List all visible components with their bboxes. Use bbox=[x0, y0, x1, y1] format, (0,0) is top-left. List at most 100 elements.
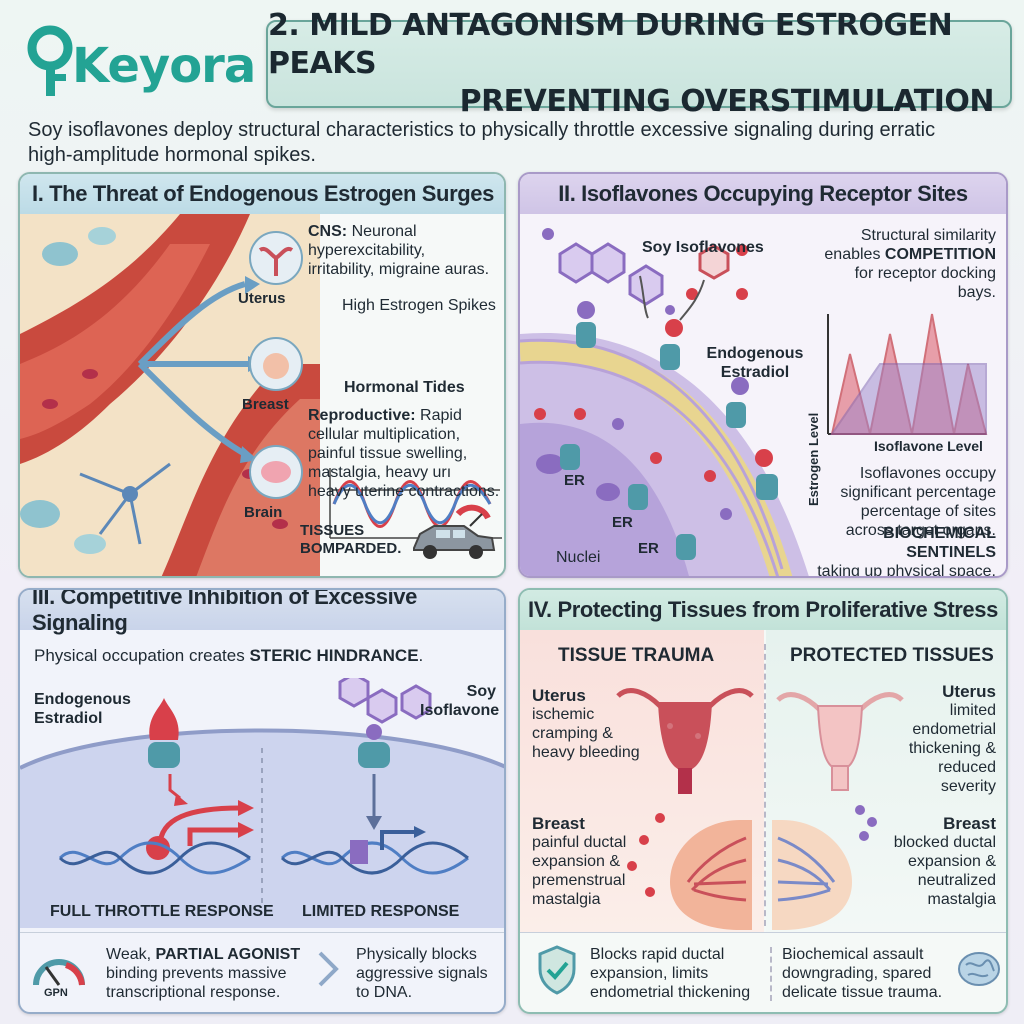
spikes-label: High Estrogen Spikes bbox=[342, 297, 496, 314]
panel-estrogen-surges: I. The Threat of Endogenous Estrogen Sur… bbox=[18, 172, 506, 578]
shield-check-icon bbox=[538, 945, 576, 995]
occupy-line-2: significant percentage bbox=[840, 484, 996, 501]
protected-tissues-heading: PROTECTED TISSUES bbox=[790, 645, 994, 666]
partial-agonist-bold: PARTIAL AGONIST bbox=[155, 946, 301, 963]
panel-4-divider bbox=[764, 644, 766, 926]
panel-protecting-tissues: IV. Protecting Tissues from Proliferativ… bbox=[518, 588, 1008, 1014]
occupy-line-3: percentage of sites bbox=[860, 503, 996, 520]
chevron-right-icon bbox=[318, 951, 339, 987]
intro-text: Soy isoflavones deploy structural charac… bbox=[28, 118, 1008, 168]
structural-line-2: enables bbox=[824, 246, 881, 263]
right-uterus-text: Uterus limited endometrial thickening & … bbox=[880, 682, 996, 796]
vessel-illustration bbox=[20, 214, 502, 576]
tissues-line-1: TISSUES bbox=[300, 522, 365, 539]
right-uterus-label: Uterus bbox=[942, 682, 996, 701]
full-throttle-label: FULL THROTTLE RESPONSE bbox=[50, 903, 274, 920]
receptor-illustration bbox=[520, 228, 988, 576]
nuclei-label: Nuclei bbox=[556, 549, 601, 566]
left-breast-line-4: mastalgia bbox=[532, 891, 601, 908]
left-breast-text: Breast painful ductal expansion & premen… bbox=[532, 814, 626, 909]
tissue-illustration bbox=[616, 688, 904, 930]
right-uterus-line-1: limited bbox=[949, 702, 996, 719]
healthy-breast-icon bbox=[772, 805, 877, 930]
structural-line-1: Structural similarity bbox=[860, 227, 996, 244]
footer-divider bbox=[770, 947, 772, 1001]
organ-uterus-label: Uterus bbox=[238, 290, 286, 307]
panel-1-title: I. The Threat of Endogenous Estrogen Sur… bbox=[20, 174, 504, 214]
left-uterus-label: Uterus bbox=[532, 686, 586, 705]
right-breast-line-3: neutralized bbox=[917, 872, 996, 889]
cns-text-3: irritability, migraine auras. bbox=[308, 261, 490, 278]
physical-end: . bbox=[418, 646, 424, 665]
competition-chart bbox=[827, 313, 988, 435]
inflamed-breast-icon bbox=[627, 813, 752, 930]
repro-label: Reproductive: bbox=[308, 407, 416, 424]
right-breast-text: Breast blocked ductal expansion & neutra… bbox=[880, 814, 996, 909]
title-line-1: 2. MILD ANTAGONISM DURING ESTROGEN PEAKS bbox=[268, 8, 953, 81]
footer-right-line-1: Biochemical assault bbox=[782, 946, 924, 963]
blocks-text: Physically blocks aggressive signals to … bbox=[356, 945, 504, 1002]
right-breast-line-4: mastalgia bbox=[927, 891, 996, 908]
left-uterus-text: Uterus ischemic cramping & heavy bleedin… bbox=[532, 686, 640, 762]
er-label-3: ER bbox=[638, 540, 659, 557]
repro-text-5: heavy uterine contractions. bbox=[308, 483, 500, 500]
right-breast-line-1: blocked ductal bbox=[893, 834, 996, 851]
occupy-line-4: across target organs. bbox=[845, 522, 996, 539]
cns-text-2: hyperexcitability, bbox=[308, 242, 426, 259]
x-axis-label: Isoflavone Level bbox=[874, 438, 983, 454]
endogenous-left-line-2: Estradiol bbox=[34, 710, 103, 727]
er-label-1: ER bbox=[564, 472, 585, 489]
cns-text-1: Neuronal bbox=[351, 223, 417, 240]
weak-word: Weak, bbox=[106, 946, 152, 963]
tides-label: Hormonal Tides bbox=[344, 379, 465, 396]
endogenous-left-line-1: Endogenous bbox=[34, 691, 131, 708]
panel-3-footer: GPN Weak, PARTIAL AGONIST binding preven… bbox=[20, 932, 504, 1012]
partial-agonist-text: Weak, PARTIAL AGONIST binding prevents m… bbox=[106, 945, 306, 1002]
soy-isoflavones-label: Soy Isoflavones bbox=[642, 239, 764, 256]
structural-line-3: for receptor docking bays. bbox=[854, 265, 996, 301]
footer-left-text: Blocks rapid ductal expansion, limits en… bbox=[590, 945, 766, 1002]
sentinel-text: BIOCHEMICAL SENTINELS taking up physical… bbox=[790, 524, 996, 576]
key-icon bbox=[27, 25, 73, 96]
title-banner: 2. MILD ANTAGONISM DURING ESTROGEN PEAKS… bbox=[266, 8, 1012, 119]
logo-text: Keyora bbox=[72, 38, 256, 94]
intro-line-1: Soy isoflavones deploy structural charac… bbox=[28, 119, 936, 141]
panel-competitive-inhibition: III. Competitive Inhibition of Excessive… bbox=[18, 588, 506, 1014]
blocks-line-1: Physically blocks bbox=[356, 946, 477, 963]
car-icon bbox=[413, 504, 496, 559]
footer-left-line-3: endometrial thickening bbox=[590, 984, 751, 1001]
blocks-line-2: aggressive signals bbox=[356, 965, 488, 982]
left-breast-label: Breast bbox=[532, 814, 585, 833]
repro-text: Reproductive: Rapid cellular multiplicat… bbox=[308, 406, 504, 501]
weak-line-3: transcriptional response. bbox=[106, 984, 281, 1001]
organ-breast-label: Breast bbox=[242, 396, 289, 413]
right-breast-line-2: expansion & bbox=[907, 853, 996, 870]
gauge-icon bbox=[33, 959, 85, 986]
repro-text-1: Rapid bbox=[420, 407, 462, 424]
footer-right-line-3: delicate tissue trauma. bbox=[782, 984, 943, 1001]
panel-2-title: II. Isoflavones Occupying Receptor Sites bbox=[520, 174, 1006, 214]
endogenous-estradiol-left: Endogenous Estradiol bbox=[34, 690, 131, 728]
right-breast-label: Breast bbox=[943, 814, 996, 833]
soy-line-2: Isoflavone bbox=[420, 702, 500, 719]
cns-text: CNS: Neuronal hyperexcitability, irritab… bbox=[308, 222, 504, 279]
endogenous-line-2: Estradiol bbox=[720, 364, 790, 381]
left-breast-line-3: premenstrual bbox=[532, 872, 626, 889]
y-axis-wrap: Estrogen Level bbox=[806, 413, 822, 506]
organ-brain-label: Brain bbox=[244, 504, 283, 521]
inflamed-uterus-icon bbox=[616, 688, 754, 794]
physical-occupation-text: Physical occupation creates STERIC HINDR… bbox=[34, 646, 423, 665]
title-line-2: PREVENTING OVERSTIMULATION bbox=[459, 84, 995, 119]
keyora-logo bbox=[24, 22, 254, 102]
structural-text: Structural similarity enables COMPETITIO… bbox=[820, 226, 996, 302]
healthy-uterus-icon bbox=[776, 692, 904, 791]
panel-4-footer: Blocks rapid ductal expansion, limits en… bbox=[520, 932, 1006, 1012]
brain-icon bbox=[958, 952, 1000, 986]
left-uterus-line-2: cramping & bbox=[532, 725, 613, 742]
repro-text-2: cellular multiplication, bbox=[308, 426, 461, 443]
competition-bold: COMPETITION bbox=[884, 246, 996, 263]
soy-isoflavone-right: Soy Isoflavone bbox=[420, 682, 500, 720]
occupy-line-1: Isoflavones occupy bbox=[859, 465, 996, 482]
footer-left-line-2: expansion, limits bbox=[590, 965, 709, 982]
steric-hindrance: STERIC HINDRANCE bbox=[249, 646, 419, 665]
